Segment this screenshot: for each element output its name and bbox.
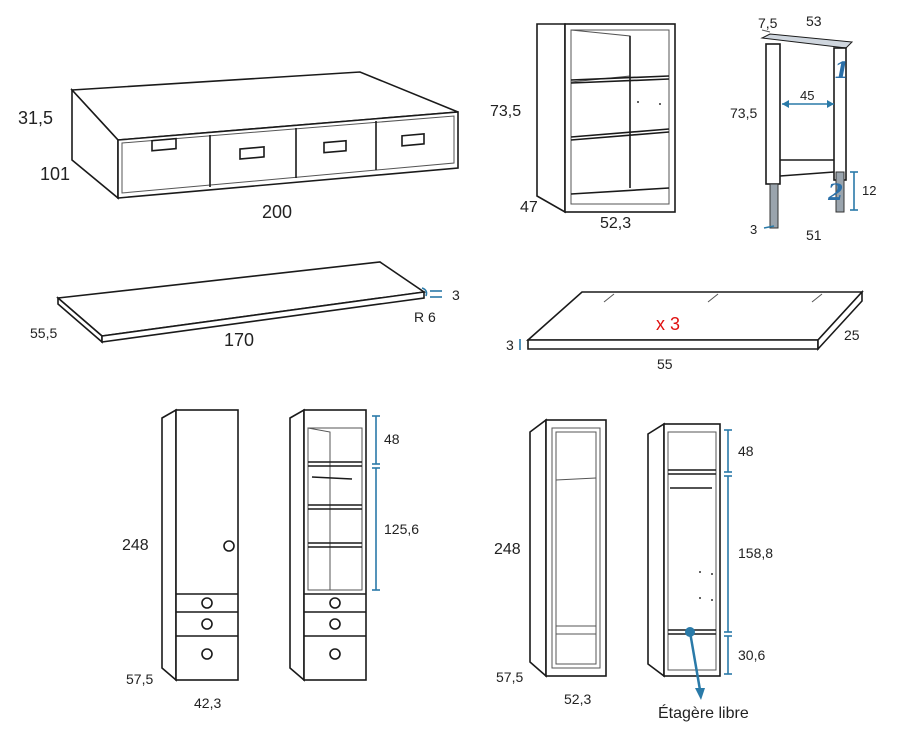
- single-wardrobe-closed: 248 57,5 42,3: [122, 408, 239, 711]
- single-wardrobe-open: 48 125,6: [289, 408, 419, 682]
- headboard: 7,5 53 73,5 45 12 3 51 1 2: [730, 13, 876, 243]
- wardrobe-glass-height-label: 248: [494, 541, 521, 558]
- shelf-unit-height-label: 73,5: [490, 103, 521, 120]
- shelf-thickness-label: 3: [506, 337, 514, 353]
- free-shelf-label: Étagère libre: [658, 703, 749, 722]
- desk-width-label: 170: [224, 330, 254, 350]
- shelf-unit: 73,5 47 52,3: [490, 23, 676, 232]
- headboard-height-label: 73,5: [730, 105, 757, 121]
- headboard-marker-1: 1: [834, 58, 849, 84]
- shelf-unit-width-label: 52,3: [600, 215, 631, 232]
- desk-top-panel: 55,5 170 3 R 6: [30, 261, 460, 350]
- wardrobe-glass-bottom-section-label: 30,6: [738, 647, 765, 663]
- desk-thickness-label: 3: [452, 287, 460, 303]
- wardrobe-glass-width-label: 52,3: [564, 691, 591, 707]
- bed-width-label: 200: [262, 202, 292, 222]
- bed-with-drawers: 31,5 101 200: [18, 71, 459, 222]
- desk-depth-label: 55,5: [30, 325, 57, 341]
- shelf-unit-depth-label: 47: [520, 199, 538, 216]
- shelf-width-label: 55: [657, 356, 673, 372]
- wardrobe-single-depth-label: 57,5: [126, 671, 153, 687]
- headboard-top-width-label: 53: [806, 13, 822, 29]
- headboard-top-left-label: 7,5: [758, 15, 778, 31]
- wardrobe-glass-depth-label: 57,5: [496, 669, 523, 685]
- glass-wardrobe-closed: 248 57,5 52,3: [494, 418, 607, 707]
- wardrobe-single-mid-section-label: 125,6: [384, 521, 419, 537]
- headboard-leg-width-label: 3: [750, 222, 757, 237]
- headboard-inner-width-label: 45: [800, 88, 814, 103]
- headboard-marker-2: 2: [827, 180, 843, 206]
- desk-radius-label: R 6: [414, 309, 436, 325]
- shelf-depth-label: 25: [844, 327, 860, 343]
- wardrobe-glass-top-section-label: 48: [738, 443, 754, 459]
- bed-height-label: 31,5: [18, 108, 53, 128]
- bed-depth-label: 101: [40, 164, 70, 184]
- loose-shelves: 3 x 3 55 25: [506, 289, 864, 372]
- wardrobe-single-top-section-label: 48: [384, 431, 400, 447]
- headboard-leg-height-label: 12: [862, 183, 876, 198]
- wardrobe-single-height-label: 248: [122, 537, 149, 554]
- headboard-bottom-width-label: 51: [806, 227, 822, 243]
- wardrobe-glass-mid-section-label: 158,8: [738, 545, 773, 561]
- glass-wardrobe-open: 48 158,8 30,6 Étagère libre: [647, 422, 773, 722]
- wardrobe-single-width-label: 42,3: [194, 695, 221, 711]
- shelf-count-label: x 3: [656, 314, 680, 334]
